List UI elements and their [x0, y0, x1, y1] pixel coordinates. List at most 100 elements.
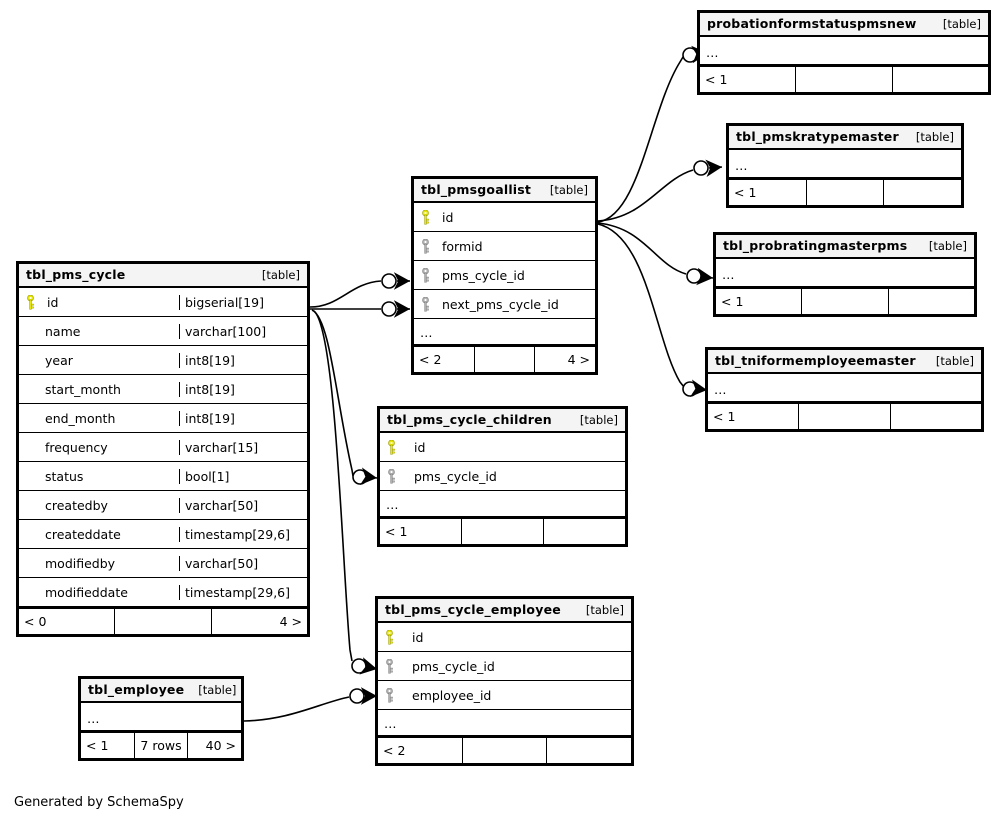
table-footer: < 2	[378, 736, 631, 763]
foreign-key-icon	[378, 658, 400, 674]
foreign-key-icon	[414, 238, 436, 254]
table-footer: < 1 7 rows 40 >	[81, 731, 241, 758]
column-type: int8[19]	[179, 410, 307, 426]
table-header: tbl_pms_cycle_employee [table]	[378, 599, 631, 623]
footer-rows-count	[802, 289, 889, 314]
table-row[interactable]: modifiedby varchar[50]	[19, 549, 307, 578]
column-name: pms_cycle_id	[442, 267, 525, 283]
table-header: probationformstatuspmsnew [table]	[700, 13, 988, 37]
table-row[interactable]: name varchar[100]	[19, 317, 307, 346]
footer-parents-count: < 0	[19, 609, 116, 634]
footer-children-count	[891, 404, 981, 429]
column-name: pms_cycle_id	[412, 658, 495, 674]
column-name: end_month	[45, 410, 116, 426]
table-node-probationformstatuspmsnew[interactable]: probationformstatuspmsnew [table] … < 1	[697, 10, 991, 95]
more-columns-indicator: …	[700, 37, 988, 65]
column-name: modifiedby	[45, 555, 116, 571]
table-row[interactable]: frequency varchar[15]	[19, 433, 307, 462]
footer-children-count: 4 >	[279, 614, 302, 629]
table-footer: < 1	[716, 287, 974, 314]
column-name: status	[45, 468, 84, 484]
table-title: tbl_tniformemployeemaster	[715, 353, 916, 368]
column-name: frequency	[45, 439, 108, 455]
more-columns-indicator: …	[414, 319, 595, 345]
table-row[interactable]: id	[380, 433, 625, 462]
footer-children-count	[544, 519, 625, 544]
table-row[interactable]: end_month int8[19]	[19, 404, 307, 433]
table-row[interactable]: pms_cycle_id	[378, 652, 631, 681]
column-name: createdby	[45, 497, 108, 513]
table-node-tbl_pms_cycle_children[interactable]: tbl_pms_cycle_children [table] id pms_cy…	[377, 406, 628, 547]
column-type: int8[19]	[179, 381, 307, 397]
table-row[interactable]: status bool[1]	[19, 462, 307, 491]
table-row[interactable]: id	[414, 203, 595, 232]
footer-children-count: 40 >	[205, 738, 237, 753]
column-type: bigserial[19]	[179, 294, 307, 310]
edge-pmsgoallist-to-pmskratypemaster	[597, 169, 694, 222]
table-header: tbl_tniformemployeemaster [table]	[708, 350, 981, 374]
table-row[interactable]: id	[378, 623, 631, 652]
footer-children-count: 4 >	[567, 352, 591, 367]
footer-children-count	[884, 180, 961, 205]
table-type-tag: [table]	[585, 602, 624, 617]
footer-parents-count: < 1	[729, 180, 807, 205]
table-row[interactable]: year int8[19]	[19, 346, 307, 375]
table-title: tbl_pms_cycle	[26, 267, 126, 282]
table-row[interactable]: pms_cycle_id	[414, 261, 595, 290]
foreign-key-icon	[378, 687, 400, 703]
column-name: formid	[442, 238, 483, 254]
table-footer: < 0 4 >	[19, 607, 307, 634]
column-type: bool[1]	[179, 468, 307, 484]
footer-rows-count	[462, 519, 544, 544]
table-footer: < 1	[380, 517, 625, 544]
footer-rows-count	[463, 738, 548, 763]
table-type-tag: [table]	[261, 267, 300, 282]
table-node-tbl_employee[interactable]: tbl_employee [table] … < 1 7 rows 40 >	[78, 676, 244, 761]
table-type-tag: [table]	[915, 129, 954, 144]
table-row[interactable]: createdby varchar[50]	[19, 491, 307, 520]
footer-parents-count: < 2	[378, 738, 463, 763]
more-columns-indicator: …	[716, 259, 974, 287]
footer-rows-count	[799, 404, 891, 429]
footer-rows-count	[796, 67, 893, 92]
table-node-tbl_pmskratypemaster[interactable]: tbl_pmskratypemaster [table] … < 1	[726, 123, 964, 208]
table-header: tbl_pms_cycle [table]	[19, 264, 307, 288]
edge-pmsgoallist-to-probationformstatuspmsnew	[597, 56, 684, 223]
table-row[interactable]: employee_id	[378, 681, 631, 710]
table-row[interactable]: formid	[414, 232, 595, 261]
foreign-key-icon	[414, 296, 436, 312]
more-columns-indicator: …	[729, 150, 961, 178]
table-node-tbl_pms_cycle[interactable]: tbl_pms_cycle [table] id bigserial[19] n…	[16, 261, 310, 637]
table-node-tbl_probratingmasterpms[interactable]: tbl_probratingmasterpms [table] … < 1	[713, 232, 977, 317]
table-header: tbl_pmsgoallist [table]	[414, 179, 595, 203]
table-footer: < 1	[708, 402, 981, 429]
table-row[interactable]: createddate timestamp[29,6]	[19, 520, 307, 549]
table-node-tbl_pmsgoallist[interactable]: tbl_pmsgoallist [table] id formid pms_cy…	[411, 176, 598, 375]
column-name: next_pms_cycle_id	[442, 296, 559, 312]
footer-parents-count: < 1	[81, 733, 135, 758]
table-row[interactable]: next_pms_cycle_id	[414, 290, 595, 319]
column-name: modifieddate	[45, 584, 128, 600]
table-row[interactable]: modifieddate timestamp[29,6]	[19, 578, 307, 607]
column-name: createddate	[45, 526, 121, 542]
column-name: id	[412, 629, 424, 645]
table-title: tbl_pms_cycle_children	[387, 412, 552, 427]
table-type-tag: [table]	[549, 182, 588, 197]
footer-parents-count: < 2	[414, 347, 475, 372]
edge-pms_cycle-to-pmsgoallist-pms_cycle_id	[309, 280, 382, 308]
table-row[interactable]: pms_cycle_id	[380, 462, 625, 491]
footer-rows-count	[475, 347, 536, 372]
table-title: tbl_pms_cycle_employee	[385, 602, 561, 617]
table-node-tbl_tniformemployeemaster[interactable]: tbl_tniformemployeemaster [table] … < 1	[705, 347, 984, 432]
column-type: varchar[50]	[179, 497, 307, 513]
table-row[interactable]: id bigserial[19]	[19, 288, 307, 317]
table-row[interactable]: start_month int8[19]	[19, 375, 307, 404]
table-node-tbl_pms_cycle_employee[interactable]: tbl_pms_cycle_employee [table] id pms_cy…	[375, 596, 634, 766]
table-title: tbl_probratingmasterpms	[723, 238, 908, 253]
table-title: tbl_pmsgoallist	[421, 182, 532, 197]
edge-pmsgoallist-to-tniformemployeemaster	[597, 223, 685, 388]
column-type: varchar[100]	[179, 323, 307, 339]
foreign-key-icon	[414, 267, 436, 283]
more-columns-indicator: …	[380, 491, 625, 517]
edge-pms_cycle-to-cycle_employee	[313, 310, 353, 662]
